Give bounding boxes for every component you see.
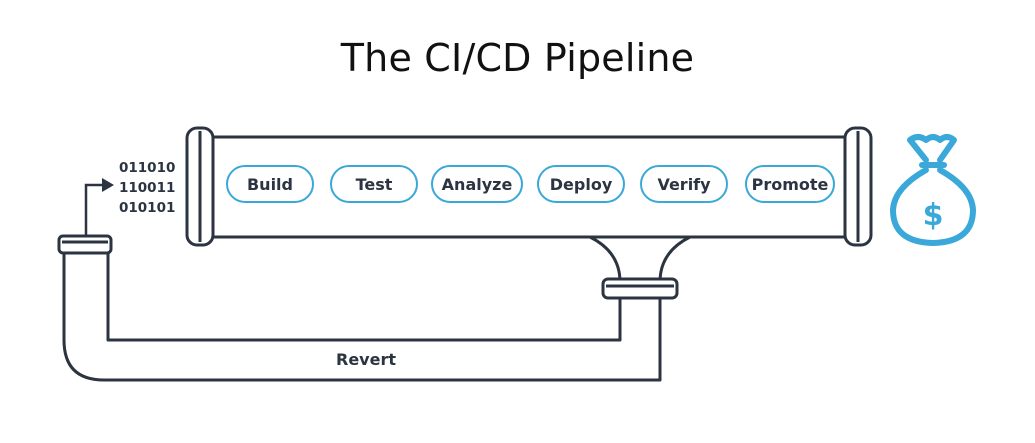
- revert-pipe: [62, 250, 662, 382]
- binary-line: 011010: [119, 160, 176, 176]
- right-flange: [843, 126, 873, 247]
- stage-promote[interactable]: Promote: [745, 165, 835, 203]
- stage-test[interactable]: Test: [330, 165, 418, 203]
- left-flange: [185, 126, 215, 247]
- return-arrow-icon: [84, 183, 104, 236]
- arrow-head-icon: [102, 178, 114, 192]
- binary-line: 110011: [119, 180, 176, 196]
- revert-coupling: [57, 234, 113, 255]
- stage-build[interactable]: Build: [226, 165, 314, 203]
- dollar-sign-icon: $: [923, 198, 944, 233]
- connector-coupling: [601, 277, 679, 300]
- stage-deploy[interactable]: Deploy: [537, 165, 625, 203]
- stage-verify[interactable]: Verify: [640, 165, 728, 203]
- pipe-connector: [588, 235, 692, 284]
- revert-label: Revert: [336, 350, 396, 369]
- binary-code-block: 011010 110011 010101: [119, 158, 175, 218]
- binary-line: 010101: [119, 200, 176, 216]
- diagram-title: The CI/CD Pipeline: [340, 36, 695, 80]
- stage-analyze[interactable]: Analyze: [431, 165, 523, 203]
- money-bag-dollar-icon: [890, 134, 976, 246]
